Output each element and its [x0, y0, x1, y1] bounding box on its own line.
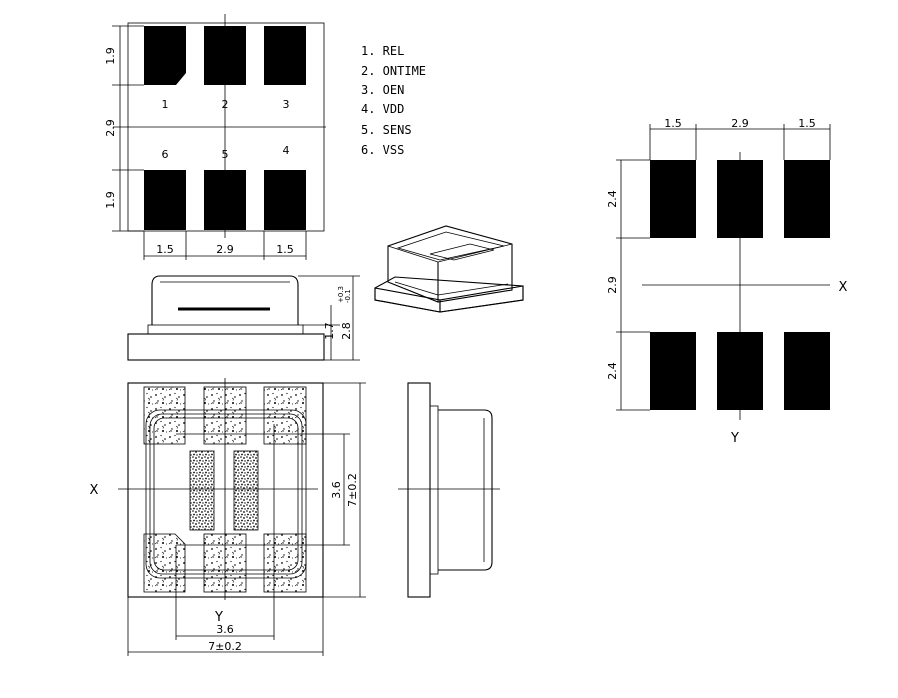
axis-label-y: Y	[730, 431, 739, 446]
pin-number: 4	[283, 144, 290, 157]
bottom-pad	[263, 533, 307, 593]
axis-label-x: X	[839, 280, 848, 295]
legend-item: 6. VSS	[361, 143, 404, 157]
dim-center-spacing: 2.9	[731, 117, 749, 130]
iso-base-front	[374, 287, 441, 313]
axis-label-y: Y	[214, 610, 223, 625]
bottom-ring	[149, 413, 303, 575]
pad-4	[264, 170, 306, 230]
footprint-pad	[784, 160, 830, 238]
pin-number: 2	[222, 98, 229, 111]
dim-pad-height-top: 1.9	[104, 47, 117, 65]
pin-number: 3	[283, 98, 290, 111]
right-side-view	[398, 382, 500, 598]
pad-2	[204, 26, 246, 85]
dim-row-gap: 2.9	[104, 119, 117, 137]
dim-pad-width-left: 1.5	[156, 243, 174, 256]
dim-row-gap: 2.9	[606, 276, 619, 294]
dim-inner-width: 3.6	[216, 623, 234, 636]
footprint-pad	[650, 160, 696, 238]
legend-item: 2. ONTIME	[361, 64, 426, 78]
sensor-strip	[233, 450, 259, 531]
side-view-lid	[151, 275, 299, 325]
pin-number: 5	[222, 148, 229, 161]
right-side-lip	[429, 405, 439, 575]
iso-view	[374, 225, 524, 313]
pad-5	[204, 170, 246, 230]
dim-pad-width-left: 1.5	[664, 117, 682, 130]
dim-pad-width-right: 1.5	[276, 243, 294, 256]
iso-lid	[387, 225, 513, 303]
bottom-ring	[145, 409, 307, 579]
dim-outer-width: 7±0.2	[208, 640, 242, 653]
dim-center-spacing: 2.9	[216, 243, 234, 256]
dim-pad-width-right: 1.5	[798, 117, 816, 130]
dim-pad-height-bottom: 1.9	[104, 191, 117, 209]
iso-line	[437, 283, 509, 296]
bottom-view-outline	[127, 382, 324, 598]
sensor-strip	[189, 450, 215, 531]
legend-item: 4. VDD	[361, 102, 404, 116]
dim-tolerance-minus: -0.1	[344, 289, 352, 303]
pin-legend: 1. REL 2. ONTIME 3. OEN 4. VDD 5. SENS 6…	[361, 44, 426, 157]
iso-lid-window	[429, 243, 495, 261]
axis-label-x: X	[90, 483, 99, 498]
bottom-ring	[153, 417, 299, 571]
dim-tolerance-plus: +0.3	[337, 286, 345, 303]
dim-total-height: 2.8	[340, 322, 353, 340]
right-side-substrate	[407, 382, 431, 598]
iso-lid-top	[396, 231, 505, 261]
legend-item: 3. OEN	[361, 83, 404, 97]
side-view-lip	[147, 324, 304, 335]
side-view: 1.7 2.8 +0.3 -0.1	[127, 275, 360, 361]
footprint-pad	[784, 332, 830, 410]
iso-line	[394, 281, 439, 296]
legend-item: 5. SENS	[361, 123, 412, 137]
pin-number: 6	[162, 148, 169, 161]
pad-3	[264, 26, 306, 85]
pin-number: 1	[162, 98, 169, 111]
footprint-view: X Y 1.5 2.9 1.5 2.4 2.9 2.4	[606, 117, 848, 446]
iso-base-side	[439, 285, 524, 313]
side-view-substrate	[127, 333, 325, 361]
pad-6	[144, 170, 186, 230]
bottom-view: X Y 3.6 7±0.2 3.6 7±0.2	[90, 378, 366, 656]
dim-inner-height: 3.6	[330, 481, 343, 499]
bottom-pad	[263, 386, 307, 445]
top-view: 1 2 3 6 5 4 1.9 2.9 1.9 1.5 2.9 1.5	[104, 14, 326, 260]
right-side-lid	[438, 409, 493, 571]
dim-pad-height-bottom: 2.4	[606, 362, 619, 380]
footprint-pad	[650, 332, 696, 410]
bottom-pad	[143, 386, 186, 445]
dim-body-height: 1.7	[323, 322, 336, 340]
pad-1	[144, 26, 186, 85]
dim-outer-height: 7±0.2	[346, 473, 359, 507]
legend-item: 1. REL	[361, 44, 404, 58]
dim-pad-height-top: 2.4	[606, 190, 619, 208]
